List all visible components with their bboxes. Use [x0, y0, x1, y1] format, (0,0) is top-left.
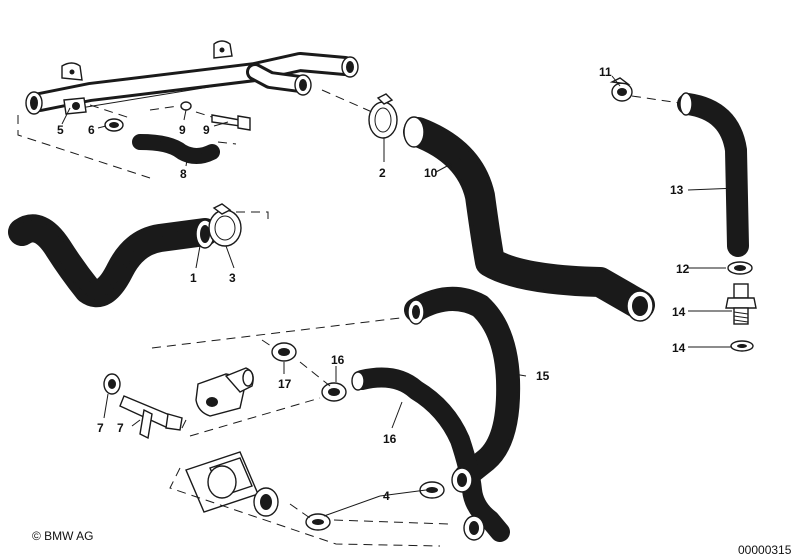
callout-16-lower: 4	[383, 489, 390, 503]
hose-15	[351, 367, 510, 542]
clamp-14-left	[103, 373, 121, 395]
callout-6: 9	[203, 123, 210, 137]
washer-5	[180, 101, 192, 111]
clamp-16-lower-b	[305, 513, 331, 531]
callout-14-upper: 16	[331, 353, 345, 367]
clamp-9-upper	[609, 77, 633, 102]
clamp-3	[104, 118, 124, 132]
hose-10	[677, 92, 749, 257]
callout-7-lower: 3	[229, 271, 236, 285]
coolant-pipe	[25, 40, 359, 115]
clamp-16-lower-a	[419, 481, 445, 499]
callout-7-upper: 2	[379, 166, 386, 180]
flange-fitting	[195, 367, 254, 417]
callout-10: 13	[670, 183, 684, 197]
callout-9-lower: 12	[676, 262, 690, 276]
callout-9-upper: 11	[599, 65, 612, 79]
drawing-number: 00000315	[738, 543, 792, 557]
clamp-14-upper	[321, 382, 347, 402]
callout-labels: 5 6 9 9 8 2 10 11 13 12 14 14 1 3 15 16 …	[57, 65, 690, 503]
callout-12: 14	[672, 341, 686, 355]
valve-assembly	[185, 451, 279, 517]
callout-14-left: 7	[97, 421, 104, 435]
clamp-7-lower	[208, 203, 242, 247]
hose-13	[404, 286, 521, 488]
callout-11: 14	[672, 305, 686, 319]
hose-4	[132, 134, 220, 164]
copyright-text: © BMW AG	[32, 529, 94, 543]
t-piece-17	[119, 395, 183, 440]
clamp-16-upper	[271, 342, 297, 362]
callout-13: 15	[536, 369, 550, 383]
callout-8: 10	[424, 166, 438, 180]
bolt-6	[211, 114, 251, 131]
clamp-7-upper	[368, 93, 398, 139]
clamp-9-lower	[727, 261, 753, 275]
leader-lines	[61, 75, 739, 517]
callout-1: 1	[190, 271, 197, 285]
callout-15: 16	[383, 432, 397, 446]
nipple-11	[725, 283, 757, 325]
callout-2: 5	[57, 123, 64, 137]
callout-4: 8	[180, 167, 187, 181]
callout-16-upper: 17	[278, 377, 292, 391]
callout-3: 6	[88, 123, 95, 137]
hose-1	[8, 214, 219, 308]
callout-5: 9	[179, 123, 186, 137]
fitting-2	[63, 97, 87, 115]
washer-12	[730, 340, 754, 352]
callout-17: 7	[117, 421, 124, 435]
